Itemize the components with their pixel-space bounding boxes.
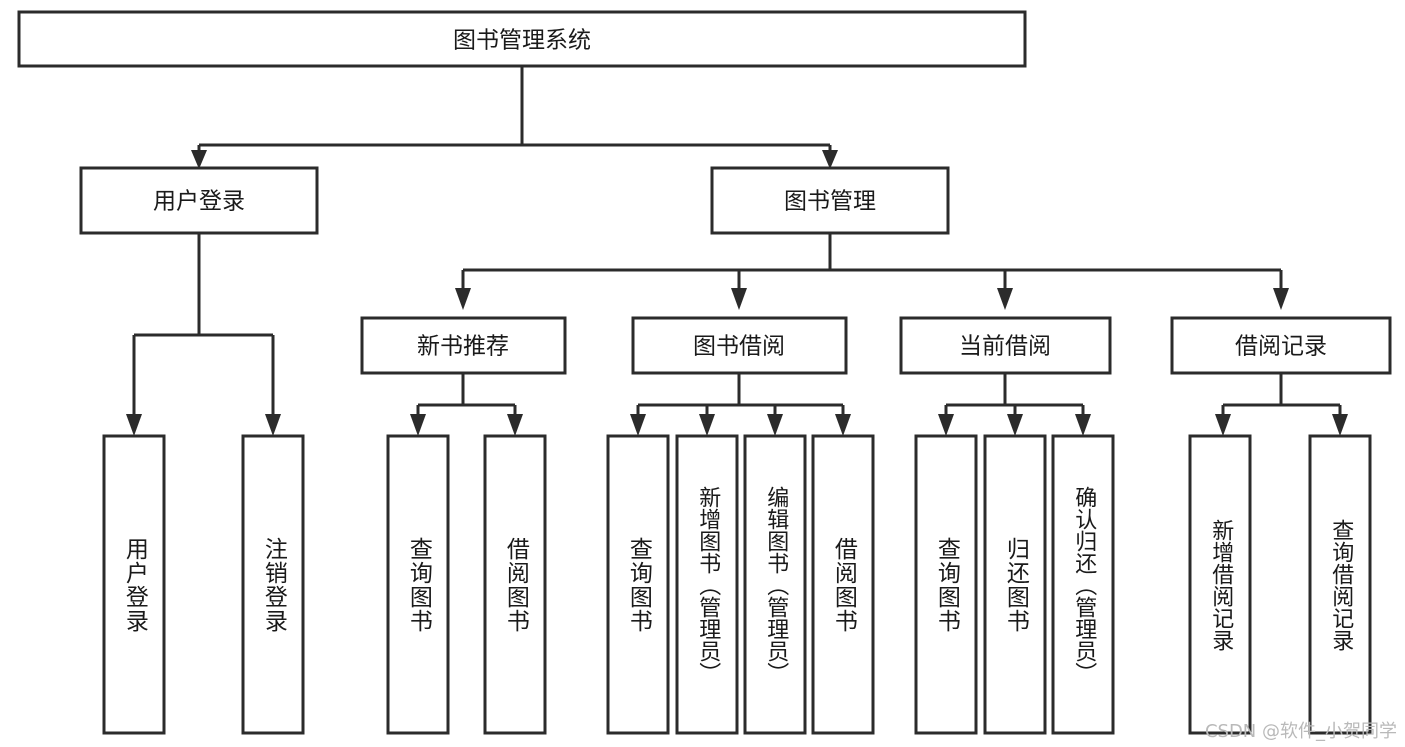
arrow-head-leaf-query-book-1: [410, 414, 426, 436]
leaf-box-edit-book[interactable]: [743, 434, 807, 735]
node-root-label: 图书管理系统: [453, 28, 591, 54]
arrow-head-leaf-borrow-book-2: [835, 414, 851, 436]
arrow-head-leaf-return-book: [1007, 414, 1023, 436]
leaf-box-add-book[interactable]: [675, 434, 739, 735]
leaf-box-query-book-3[interactable]: [914, 434, 978, 735]
node-new-book-recommend-box[interactable]: [360, 316, 567, 375]
leaf-box-borrow-book-1[interactable]: [483, 434, 547, 735]
node-borrow-record-label: 借阅记录: [1235, 334, 1327, 360]
arrow-head-leaf-user-login: [126, 414, 142, 436]
leaf-box-user-login[interactable]: [102, 434, 166, 735]
node-book-borrow-box[interactable]: [631, 316, 848, 375]
node-borrow-record[interactable]: 借阅记录: [1170, 316, 1392, 375]
node-root[interactable]: 图书管理系统: [17, 10, 1027, 68]
leaf-box-add-record[interactable]: [1188, 434, 1252, 735]
arrow-head-leaf-logout: [265, 414, 281, 436]
arrow-head-new-book: [455, 288, 471, 310]
arrow-head-current-borrow: [997, 288, 1013, 310]
node-new-book-recommend[interactable]: 新书推荐: [360, 316, 567, 375]
leaf-box-query-record[interactable]: [1308, 434, 1372, 735]
leaf-box-borrow-book-2[interactable]: [811, 434, 875, 735]
node-user-login-label: 用户登录: [153, 189, 245, 215]
node-book-borrow-label: 图书借阅: [693, 334, 785, 360]
arrow-head-leaf-query-book-3: [938, 414, 954, 436]
node-user-login[interactable]: 用户登录: [79, 166, 319, 235]
connectors-root-to-level2: [191, 66, 838, 169]
node-book-management-box[interactable]: [710, 166, 950, 235]
leaf-box-query-book-2[interactable]: [606, 434, 670, 735]
node-borrow-record-box[interactable]: [1170, 316, 1392, 375]
arrow-head-leaf-query-book-2: [630, 414, 646, 436]
connectors-book-borrow-to-leaves: [630, 373, 851, 436]
arrow-head-leaf-confirm-return: [1075, 414, 1091, 436]
node-current-borrow-box[interactable]: [899, 316, 1112, 375]
connectors-book-mgmt-to-level3: [455, 233, 1289, 310]
connectors-new-book-to-leaves: [410, 373, 523, 436]
node-current-borrow-label: 当前借阅: [959, 334, 1051, 360]
leaf-box-query-book-1[interactable]: [386, 434, 450, 735]
node-current-borrow[interactable]: 当前借阅: [899, 316, 1112, 375]
connectors-current-borrow-to-leaves: [938, 373, 1091, 436]
arrow-head-book-mgmt: [822, 150, 838, 169]
node-root-box[interactable]: [17, 10, 1027, 68]
leaf-box-confirm-return[interactable]: [1051, 434, 1115, 735]
csdn-watermark: CSDN @软件_小贺同学: [1204, 721, 1397, 742]
arrow-head-leaf-borrow-book-1: [507, 414, 523, 436]
connectors-borrow-record-to-leaves: [1215, 373, 1348, 436]
arrow-head-leaf-edit-book: [767, 414, 783, 436]
leaf-box-return-book[interactable]: [983, 434, 1047, 735]
node-user-login-box[interactable]: [79, 166, 319, 235]
arrow-head-book-borrow: [731, 288, 747, 310]
node-new-book-recommend-label: 新书推荐: [417, 334, 509, 360]
leaf-box-logout[interactable]: [241, 434, 305, 735]
arrow-head-borrow-record: [1273, 288, 1289, 310]
connectors-user-login-to-leaves: [126, 233, 281, 436]
arrow-head-leaf-add-book: [699, 414, 715, 436]
node-book-management[interactable]: 图书管理: [710, 166, 950, 235]
arrow-head-leaf-query-record: [1332, 414, 1348, 436]
arrow-head-user-login: [191, 150, 207, 169]
node-book-management-label: 图书管理: [784, 189, 876, 215]
node-book-borrow[interactable]: 图书借阅: [631, 316, 848, 375]
arrow-head-leaf-add-record: [1215, 414, 1231, 436]
